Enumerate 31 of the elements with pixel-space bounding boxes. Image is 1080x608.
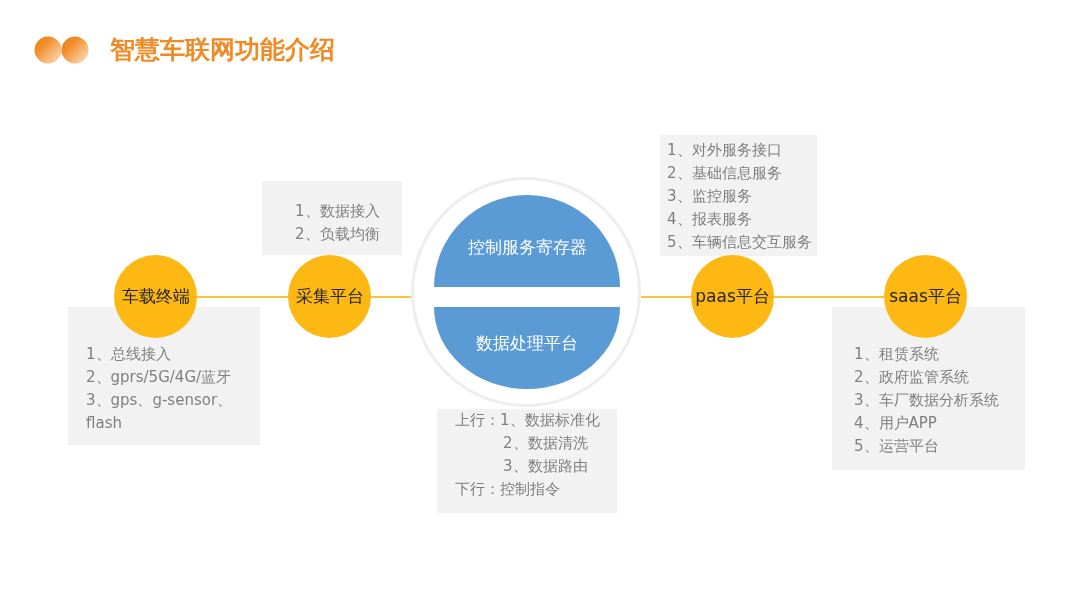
list-item: 1、总线接入: [86, 344, 172, 365]
list-item: 1、对外服务接口: [667, 140, 783, 161]
info-box: [660, 135, 817, 256]
list-item: 3、gps、g-sensor、flash: [86, 390, 234, 434]
connector-line: [370, 296, 412, 298]
connector-line: [773, 296, 885, 298]
list-item: 2、数据清洗: [503, 433, 589, 454]
list-item: 2、负载均衡: [295, 224, 381, 245]
info-box: [832, 307, 1025, 470]
platform-circle: paas平台: [691, 255, 774, 338]
list-item: 2、基础信息服务: [667, 163, 783, 184]
list-item: 3、数据路由: [503, 456, 589, 477]
connector-line: [196, 296, 289, 298]
info-box: [262, 181, 402, 255]
list-item: 4、用户APP: [854, 413, 938, 434]
ring-outline: [411, 177, 641, 407]
list-item: 4、报表服务: [667, 209, 753, 230]
list-item: 1、数据接入: [295, 201, 381, 222]
list-item: 1、租赁系统: [854, 344, 940, 365]
list-item: 下行：控制指令: [455, 479, 561, 500]
list-item: 5、运营平台: [854, 436, 940, 457]
platform-circle: 采集平台: [288, 255, 371, 338]
title: 智慧车联网功能介绍: [110, 34, 335, 66]
list-item: 3、车厂数据分析系统: [854, 390, 1000, 411]
info-box: [68, 307, 260, 445]
list-item: 5、车辆信息交互服务: [667, 232, 813, 253]
list-item: 2、政府监管系统: [854, 367, 970, 388]
connector-line: [640, 296, 692, 298]
list-item: 2、gprs/5G/4G/蓝牙: [86, 367, 233, 388]
list-item: 上行：1、数据标准化: [455, 410, 601, 431]
list-item: 3、监控服务: [667, 186, 753, 207]
